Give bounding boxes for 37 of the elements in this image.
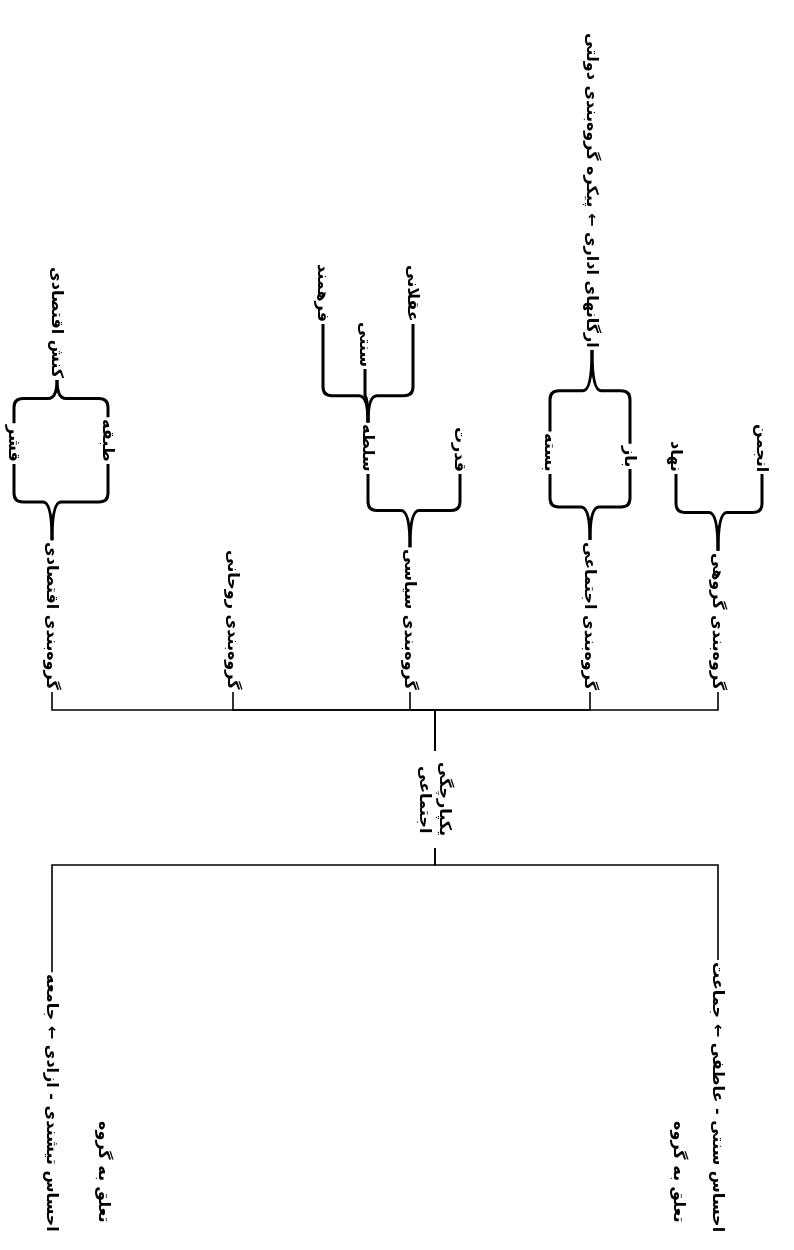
node-label: احساس سنتی - عاطفی ← جماعت	[708, 961, 728, 1232]
curly-brace	[50, 464, 110, 541]
node-label: قدرت	[450, 427, 470, 472]
curly-brace	[366, 474, 412, 548]
curly-brace	[716, 474, 764, 551]
node-label: طبقه	[98, 419, 118, 462]
curly-brace	[674, 474, 720, 551]
node-label: فرهمند	[313, 263, 333, 322]
node-label: نهاد	[666, 441, 686, 472]
node-label: احساس تیشندی - ازادی ← جامعه	[42, 974, 62, 1232]
curly-brace	[588, 469, 632, 540]
node-label: قشر	[4, 425, 24, 462]
node-label: گروه‌بندی گروهی	[708, 552, 728, 690]
curly-brace	[548, 474, 592, 540]
node-label: باز	[620, 445, 640, 467]
node-label: سنتی	[355, 322, 375, 367]
curly-brace	[590, 350, 632, 444]
node-label: کنش اقتصادی	[47, 266, 67, 378]
node-label: گروه‌بندی اقتصادی	[42, 542, 62, 690]
curly-brace	[366, 324, 415, 423]
curly-brace	[548, 350, 594, 432]
node-label: گروه‌بندی روحانی	[223, 550, 243, 690]
tree-connector	[51, 691, 436, 752]
node-label: بسته	[540, 433, 560, 472]
curly-brace	[12, 464, 54, 541]
side-note: تعلق به گروه	[95, 1120, 114, 1222]
node-label: گروه‌بندی اجتماعی	[580, 541, 600, 690]
node-label: گروه‌بندی سیاسی	[400, 549, 420, 690]
tree-connector	[51, 847, 436, 973]
node-label: عقلانی	[403, 265, 423, 322]
node-label: سلطه	[358, 424, 378, 472]
side-note: تعلق به گروه	[670, 1120, 689, 1222]
curly-brace	[321, 324, 370, 423]
node-label: انجمن	[752, 423, 772, 472]
curly-brace	[408, 474, 462, 548]
heading-text: یکپارچگی اجتماعی	[415, 761, 455, 839]
node-label: ارگانهای اداری ← پیکره گروه‌بندی دولتی	[582, 33, 602, 348]
